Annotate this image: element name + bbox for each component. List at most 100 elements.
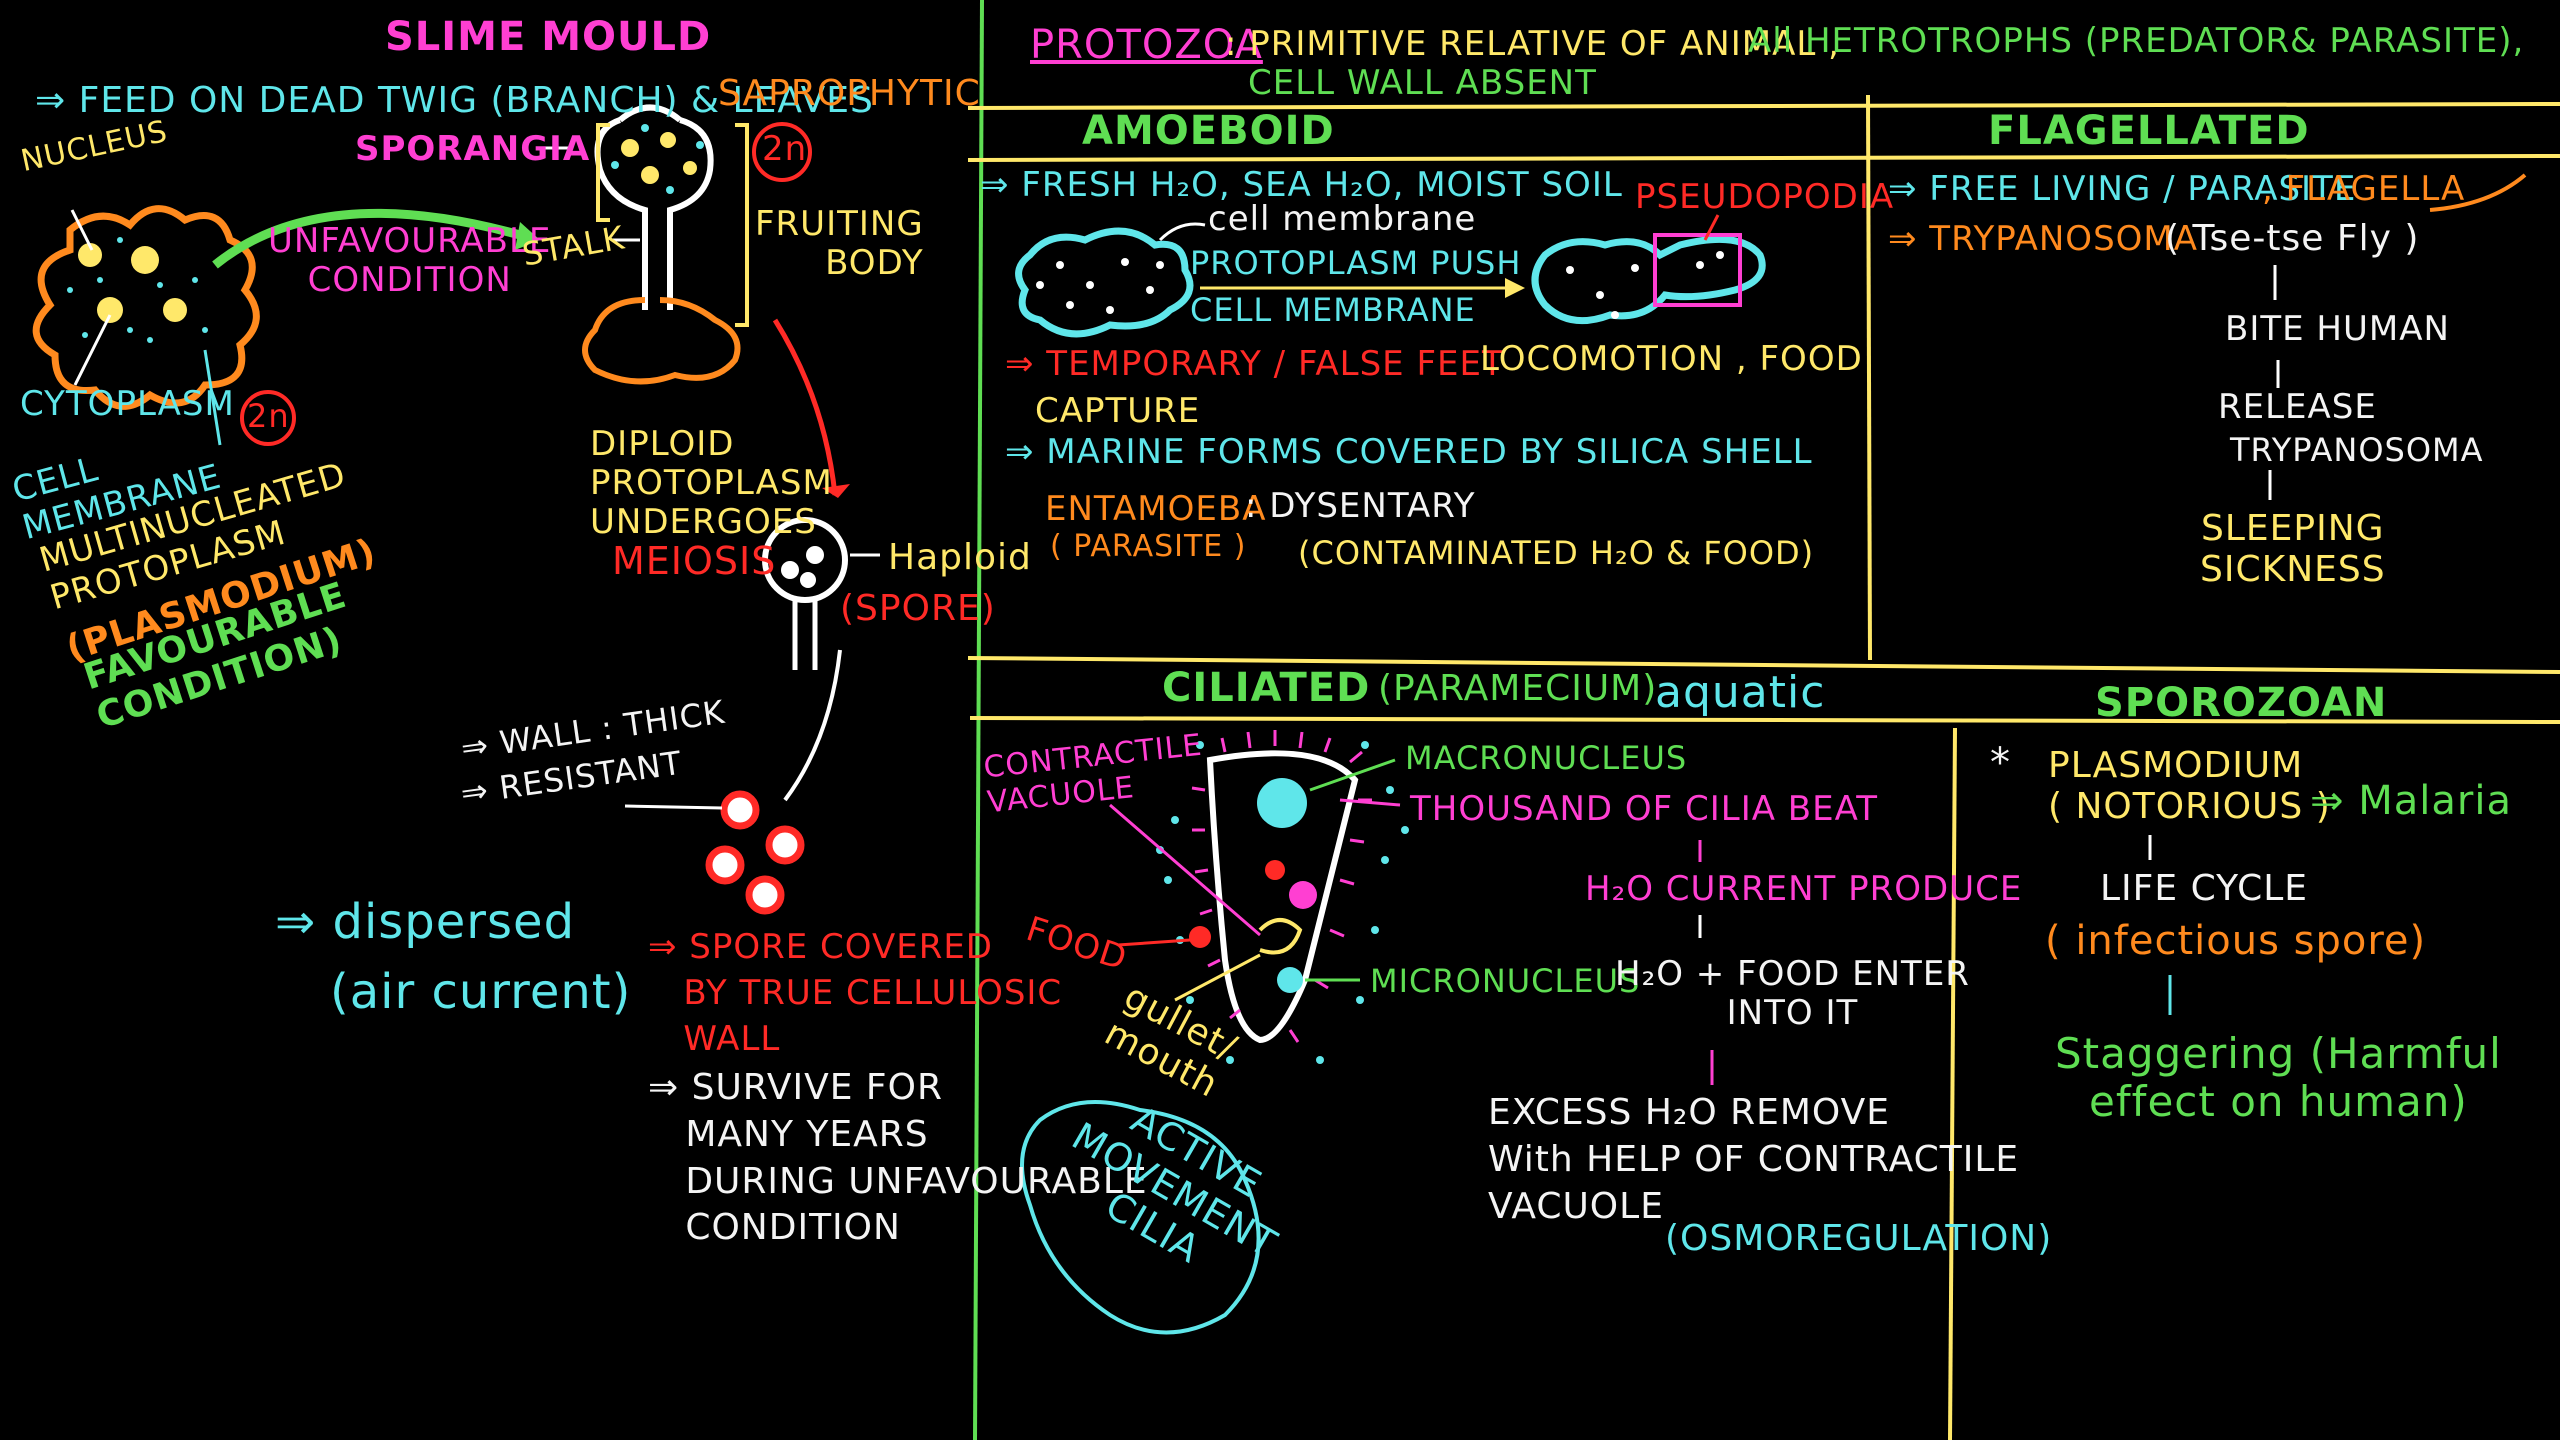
protozoa-header-line [967, 102, 2560, 110]
marine-forms-label: ⇒ MARINE FORMS COVERED BY SILICA SHELL [1005, 432, 1813, 472]
haploid-label: Haploid [888, 537, 1032, 578]
infectious-spore-label: ( infectious spore) [2045, 918, 2427, 964]
plasmodium-cell-outline [32, 205, 260, 410]
gullet-pointer [1174, 953, 1261, 1002]
sporangium-top [618, 104, 682, 123]
ciliated-sporozoan-divider [1948, 727, 1957, 1440]
air-current-label: (air current) [330, 964, 632, 1020]
dispersed-label: ⇒ dispersed [275, 894, 576, 950]
sporangium-spores [621, 132, 697, 184]
spore-label: (SPORE) [840, 588, 996, 629]
diploid-label: DIPLOID PROTOPLASM UNDERGOES [590, 424, 833, 543]
pseudopodia-box [1653, 233, 1742, 307]
protozoa-desc-3: CELL WALL ABSENT [1248, 63, 1597, 103]
amoeboid-flagellated-divider [1866, 94, 1872, 661]
flagella-label: , FLAGELLA [2262, 169, 2466, 209]
sporangia-label: SPORANGIA [355, 129, 591, 169]
two-n-label: 2n [247, 397, 290, 435]
gullet [1258, 918, 1303, 955]
free-living-label: ⇒ FREE LIVING / PARASITE [1888, 169, 2357, 209]
macronucleus-label: MACRONUCLEUS [1405, 739, 1688, 777]
locomotion-label: LOCOMOTION , FOOD [1480, 339, 1863, 379]
ciliated-heading: CILIATED [1162, 665, 1371, 711]
micronucleus-label: MICRONUCLEUS [1370, 962, 1641, 1000]
flagella-tick [2429, 173, 2527, 212]
dispersed-spores [705, 790, 805, 915]
meiosis-arrowhead [822, 484, 850, 498]
macronucleus [1257, 778, 1307, 828]
excess-water-label: EXCESS H₂O REMOVE With HELP OF CONTRACTI… [1488, 1092, 2020, 1227]
haploid-sporangium [762, 517, 848, 603]
cell-membrane-pointer [1158, 222, 1206, 242]
paramecium-cilia [1191, 730, 1372, 1043]
unfavourable-arrowhead [515, 222, 540, 250]
sleeping-sickness-label: SLEEPING SICKNESS [2200, 508, 2386, 591]
ciliated-underline [969, 716, 2560, 724]
contractile-pointer [1109, 803, 1261, 937]
nucleus-dot [131, 246, 159, 274]
slime-mould-title: SLIME MOULD [385, 14, 712, 60]
haploid-stalk [792, 600, 818, 670]
nucleus-dot [78, 243, 102, 267]
amoeboid-habitat: ⇒ FRESH H₂O, SEA H₂O, MOIST SOIL [980, 165, 1623, 205]
dysentery-label: : DYSENTARY [1245, 486, 1476, 526]
cytoplasm-pointer [73, 314, 112, 386]
entamoeba-label: ENTAMOEBA [1045, 489, 1267, 529]
two-n-circle [240, 390, 296, 446]
h2o-current-label: H₂O CURRENT PRODUCE [1585, 869, 2023, 909]
protozoa-desc-2: All HETROTROPHS (PREDATOR& PARASITE), [1748, 21, 2525, 61]
amoeba-right [1531, 235, 1766, 325]
nucleus-dot [163, 298, 187, 322]
sporangium-outline [594, 117, 648, 310]
trypanosoma-label: ⇒ TRYPANOSOMA [1888, 219, 2199, 259]
fruiting-bracket [735, 123, 749, 327]
mid-horizontal-line [967, 656, 2560, 674]
food-vacuole-red-2 [1189, 926, 1211, 948]
nucleus-pointer [70, 209, 94, 251]
star-bullet: * [1990, 740, 2011, 786]
trypanosoma-release-label: TRYPANOSOMA [2230, 431, 2484, 469]
protoplasm-push-label: PROTOPLASM PUSH [1190, 244, 1522, 282]
meiosis-label: MEIOSIS [612, 539, 777, 583]
cytoplasm-label: CYTOPLASM [20, 384, 235, 424]
paramecium-body [1206, 750, 1359, 1044]
haploid-spores [781, 546, 824, 588]
pseudopodia-label: PSEUDOPODIA [1635, 177, 1895, 217]
contaminated-label: (CONTAMINATED H₂O & FOOD) [1298, 534, 1815, 572]
macronucleus-pointer [1309, 758, 1396, 792]
amoeba-right-dots [1566, 251, 1724, 319]
food-vacuole-pink [1289, 881, 1317, 909]
nucleus-dot [97, 297, 123, 323]
aquatic-label: aquatic [1655, 667, 1826, 718]
capture-label: CAPTURE [1035, 391, 1201, 431]
flagellated-heading: FLAGELLATED [1988, 108, 2310, 154]
paramecium-label: (PARAMECIUM) , [1378, 668, 1683, 709]
bite-human-label: BITE HUMAN [2225, 309, 2450, 349]
food-vacuole-red [1265, 860, 1285, 880]
sporangium-cyan-dots [611, 124, 704, 194]
cytoplasm-dots [67, 237, 208, 343]
cell-membrane-lower-label: CELL MEMBRANE [1190, 291, 1476, 329]
cilia-pointer [1339, 798, 1401, 807]
life-cycle-label: LIFE CYCLE [2100, 868, 2309, 909]
amoeboid-heading: AMOEBOID [1082, 108, 1335, 154]
active-movement-bubble [1020, 1100, 1261, 1335]
release-arrow [783, 649, 842, 802]
unfavourable-arrow [212, 208, 522, 269]
protozoa-title: PROTOZOA [1030, 22, 1263, 68]
h2o-food-enter-label: H₂O + FOOD ENTER INTO IT [1615, 954, 1970, 1034]
fruiting-body-label: FRUITING BODY [755, 204, 924, 284]
sporozoan-heading: SPOROZOAN [2095, 680, 2388, 726]
osmoregulation-label: (OSMOREGULATION) [1665, 1218, 2053, 1259]
amoeba-left-dots [1036, 258, 1164, 314]
thousand-cilia-label: THOUSAND OF CILIA BEAT [1410, 789, 1879, 829]
staggering-label: Staggering (Harmful effect on human) [2055, 1029, 2502, 1127]
amoeboid-heading-underline [967, 154, 2560, 162]
cell-membrane-hand-label: cell membrane [1208, 199, 1477, 239]
feed-text: ⇒ FEED ON DEAD TWIG (BRANCH) & LEAVES [35, 80, 874, 121]
plasmodium-notorious-label: PLASMODIUM ( NOTORIOUS ) [2048, 745, 2331, 828]
malaria-label: ⇒ Malaria [2310, 778, 2512, 824]
food-pointer [1117, 938, 1191, 947]
